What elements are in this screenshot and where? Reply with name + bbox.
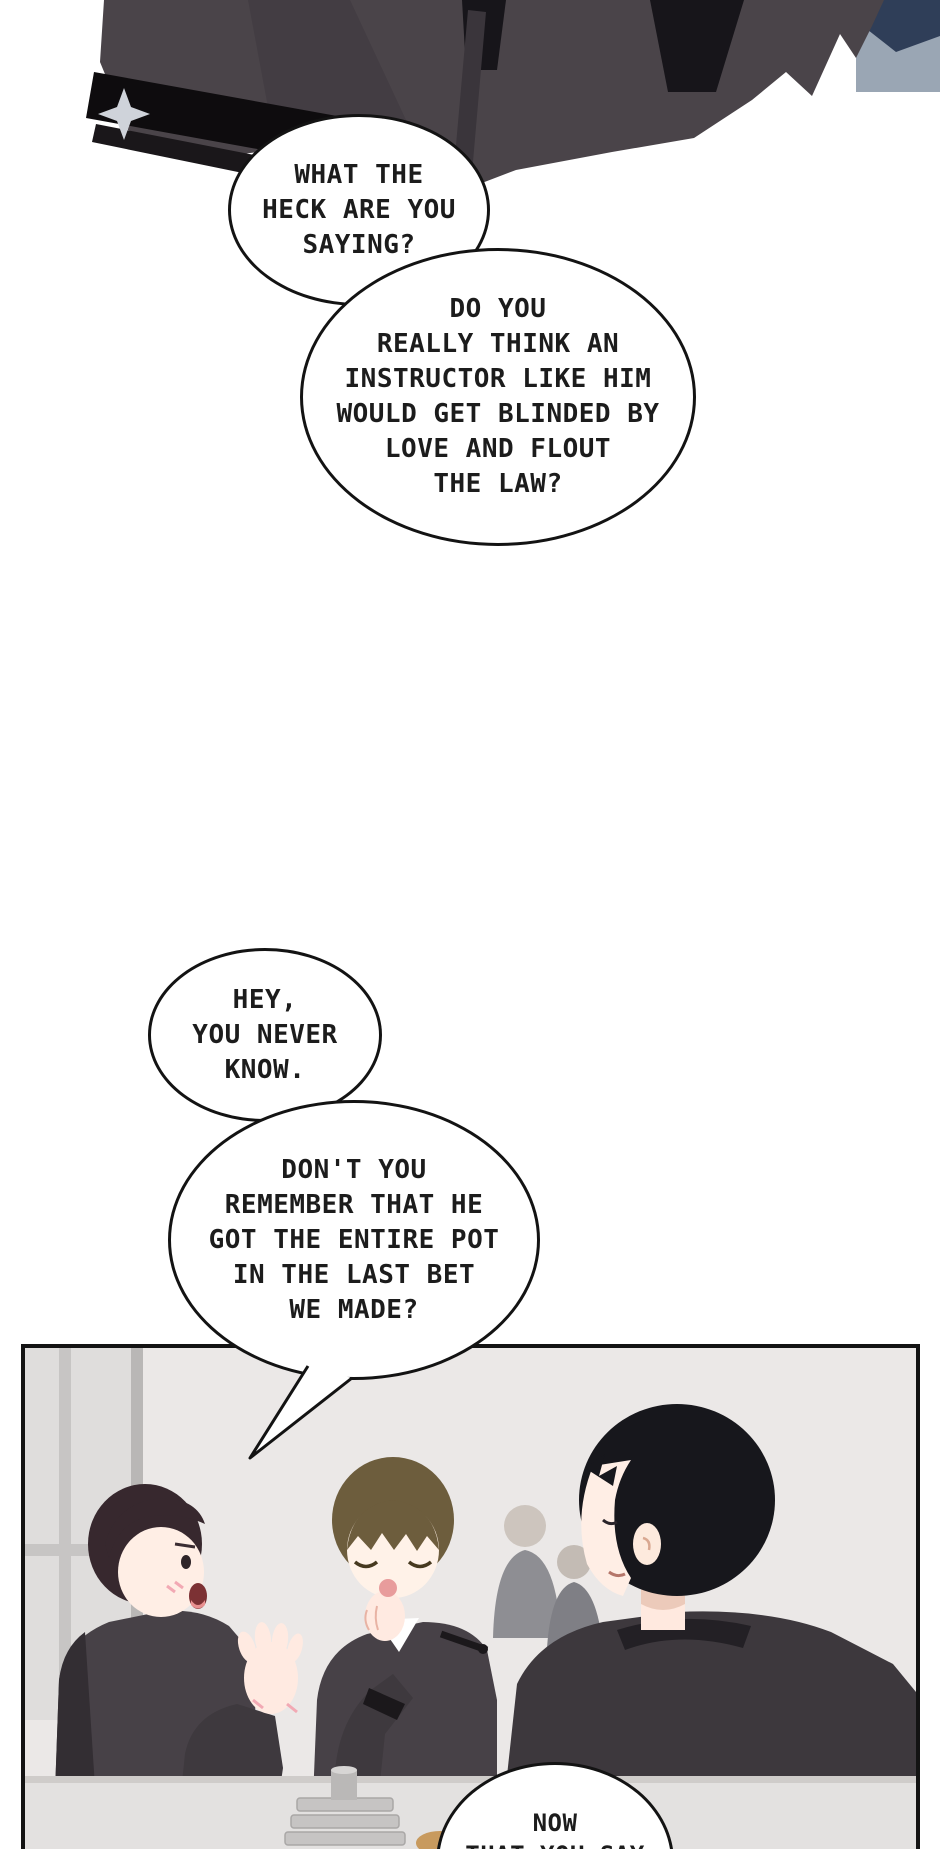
cuff	[363, 1688, 405, 1720]
tray-stack	[284, 1797, 406, 1846]
middle-closed-eye-right	[407, 1560, 433, 1569]
speech-bubble-5: NOW THAT YOU SAY	[436, 1762, 674, 1849]
middle-fringe	[347, 1500, 439, 1551]
right-mouth	[608, 1570, 626, 1578]
left-face	[118, 1527, 204, 1617]
speech-bubble-1-text: WHAT THE HECK ARE YOU SAYING?	[262, 159, 456, 260]
left-bangs	[105, 1498, 205, 1558]
left-eyebrow	[174, 1542, 196, 1549]
right-eye	[602, 1518, 618, 1526]
left-blush	[166, 1580, 184, 1594]
left-eye	[181, 1555, 191, 1569]
cafeteria-panel	[21, 1344, 920, 1849]
speech-bubble-3: HEY, YOU NEVER KNOW.	[148, 948, 382, 1122]
right-face	[581, 1460, 631, 1596]
middle-closed-eye-left	[353, 1560, 379, 1569]
uniform-strap-right	[650, 0, 744, 92]
raised-hand	[237, 1622, 303, 1714]
belt-clasp-sparkle	[98, 88, 150, 140]
cup	[331, 1766, 357, 1800]
speech-bubble-4-tail	[248, 1365, 353, 1460]
right-ear	[633, 1523, 661, 1565]
speech-bubble-4-text: DON'T YOU REMEMBER THAT HE GOT THE ENTIR…	[208, 1154, 500, 1325]
cafeteria-illustration	[25, 1348, 916, 1849]
speech-bubble-5-text: NOW THAT YOU SAY	[465, 1809, 644, 1849]
speech-bubble-2: DO YOU REALLY THINK AN INSTRUCTOR LIKE H…	[300, 248, 696, 546]
food-at-mouth	[379, 1579, 397, 1597]
speech-bubble-3-text: HEY, YOU NEVER KNOW.	[192, 984, 338, 1085]
left-open-mouth	[189, 1583, 207, 1609]
right-hair	[579, 1404, 775, 1596]
speech-bubble-2-text: DO YOU REALLY THINK AN INSTRUCTOR LIKE H…	[336, 294, 660, 499]
speech-bubble-4: DON'T YOU REMEMBER THAT HE GOT THE ENTIR…	[168, 1100, 540, 1380]
middle-hand	[365, 1591, 405, 1641]
